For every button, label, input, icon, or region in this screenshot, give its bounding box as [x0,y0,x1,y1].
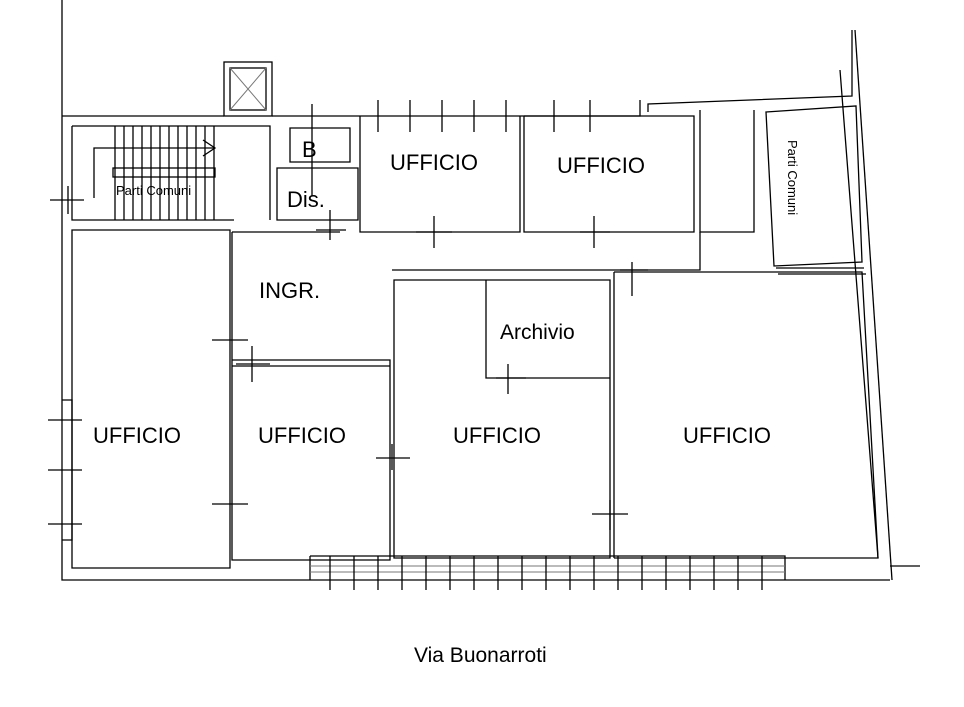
staircase [93,126,217,220]
label-ufficio-3: UFFICIO [453,423,541,448]
lift-shaft [223,61,273,117]
label-ufficio-top-2: UFFICIO [557,153,645,178]
label-disimpegno: Dis. [287,187,325,212]
walls [48,0,920,590]
label-parti-comuni-left: Parti Comuni [116,183,191,198]
label-parti-comuni-right: Parti Comuni [785,140,800,215]
label-ufficio-1: UFFICIO [93,423,181,448]
label-ufficio-2: UFFICIO [258,423,346,448]
room-labels: Parti Comuni B Dis. UFFICIO UFFICIO Part… [93,137,800,667]
street-name: Via Buonarroti [414,644,547,667]
label-ufficio-4: UFFICIO [683,423,771,448]
label-archivio: Archivio [500,321,575,344]
label-ingresso: INGR. [259,278,320,303]
label-ufficio-top-1: UFFICIO [390,150,478,175]
label-bagno: B [302,137,317,162]
